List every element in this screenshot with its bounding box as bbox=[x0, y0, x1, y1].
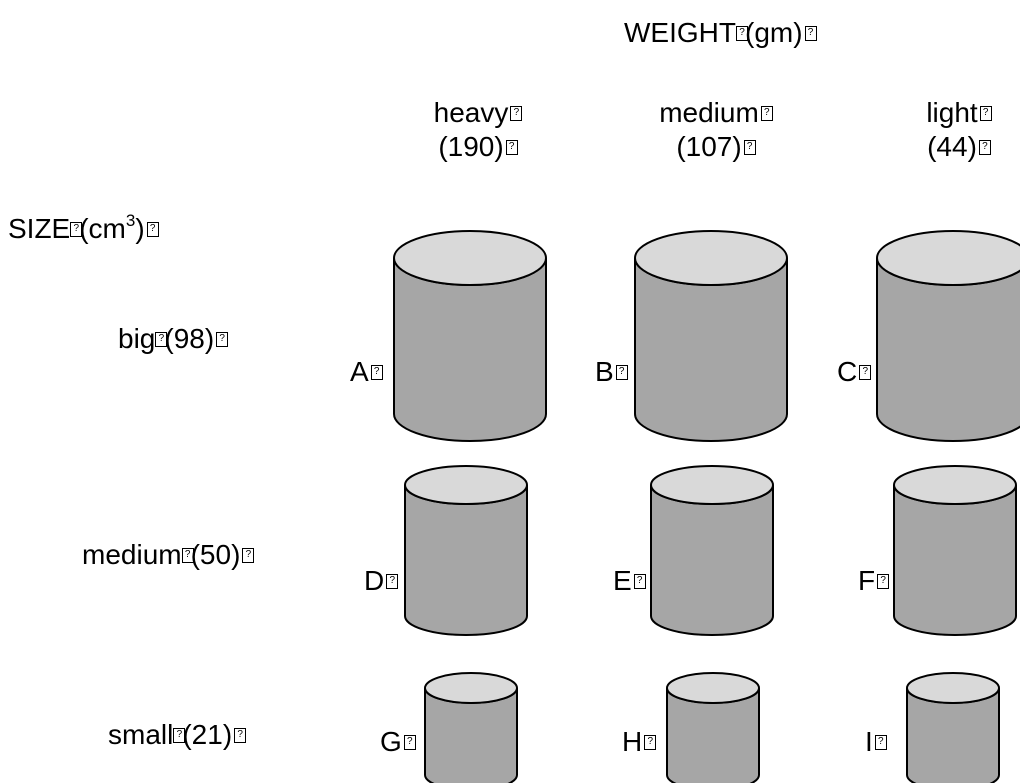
cylinder-label-b: B bbox=[595, 355, 630, 389]
cylinder-h bbox=[666, 672, 760, 783]
missing-glyph-icon bbox=[173, 728, 186, 743]
cylinder-letter: I bbox=[865, 726, 873, 757]
cylinder-top bbox=[876, 230, 1020, 286]
cylinder-b bbox=[634, 230, 788, 442]
weight-axis-title: WEIGHT (gm) bbox=[624, 16, 819, 50]
missing-glyph-icon bbox=[859, 365, 872, 380]
cylinder-g bbox=[424, 672, 518, 783]
cylinder-top bbox=[666, 672, 760, 704]
cylinder-e bbox=[650, 465, 774, 636]
cylinder-label-h: H bbox=[622, 725, 658, 759]
row-value: (50) bbox=[190, 539, 241, 570]
row-header-big: big (98) bbox=[118, 322, 230, 356]
missing-glyph-icon bbox=[510, 106, 523, 121]
missing-glyph-icon bbox=[216, 332, 229, 347]
cylinder-label-a: A bbox=[350, 355, 385, 389]
size-axis-title: SIZE (cm3) bbox=[8, 212, 161, 246]
column-name: light bbox=[926, 97, 978, 128]
missing-glyph-icon bbox=[978, 140, 991, 155]
row-value: (21) bbox=[182, 719, 233, 750]
size-axis-unit-close: ) bbox=[135, 213, 145, 244]
cylinder-letter: C bbox=[837, 356, 858, 387]
missing-glyph-icon bbox=[874, 735, 887, 750]
row-header-medium: medium (50) bbox=[82, 538, 256, 572]
cylinder-top bbox=[404, 465, 528, 505]
column-header-light: light (44) bbox=[900, 96, 1020, 164]
missing-glyph-icon bbox=[736, 26, 748, 41]
cylinder-top bbox=[424, 672, 518, 704]
missing-glyph-icon bbox=[804, 26, 817, 41]
missing-glyph-icon bbox=[242, 548, 255, 563]
cylinder-letter: G bbox=[380, 726, 402, 757]
row-name: small bbox=[108, 719, 174, 750]
cylinder-label-g: G bbox=[380, 725, 418, 759]
cylinder-i bbox=[906, 672, 1000, 783]
row-name: medium bbox=[82, 539, 182, 570]
cylinder-letter: D bbox=[364, 565, 385, 596]
weight-axis-label: WEIGHT bbox=[624, 17, 736, 48]
missing-glyph-icon bbox=[743, 140, 756, 155]
missing-glyph-icon bbox=[234, 728, 247, 743]
cylinder-letter: A bbox=[350, 356, 369, 387]
missing-glyph-icon bbox=[979, 106, 992, 121]
column-value: (107) bbox=[676, 131, 742, 162]
row-name: big bbox=[118, 323, 156, 354]
missing-glyph-icon bbox=[386, 574, 399, 589]
missing-glyph-icon bbox=[633, 574, 646, 589]
cylinder-body bbox=[650, 484, 774, 636]
cylinder-top bbox=[650, 465, 774, 505]
cylinder-a bbox=[393, 230, 547, 442]
cylinder-label-i: I bbox=[865, 725, 889, 759]
size-axis-unit: (cm bbox=[79, 213, 126, 244]
row-value: (98) bbox=[164, 323, 215, 354]
cylinder-top bbox=[634, 230, 788, 286]
cylinder-c bbox=[876, 230, 1020, 442]
cylinder-letter: H bbox=[622, 726, 643, 757]
missing-glyph-icon bbox=[155, 332, 168, 347]
missing-glyph-icon bbox=[70, 222, 83, 237]
cylinder-top bbox=[393, 230, 547, 286]
column-header-medium: medium (107) bbox=[632, 96, 802, 164]
size-axis-label: SIZE bbox=[8, 213, 71, 244]
cylinder-letter: F bbox=[858, 565, 876, 596]
column-value: (190) bbox=[438, 131, 504, 162]
missing-glyph-icon bbox=[760, 106, 773, 121]
row-header-small: small (21) bbox=[108, 718, 248, 752]
cylinder-top bbox=[893, 465, 1017, 505]
column-value: (44) bbox=[927, 131, 977, 162]
cylinder-label-c: C bbox=[837, 355, 873, 389]
cylinder-letter: E bbox=[613, 565, 632, 596]
missing-glyph-icon bbox=[370, 365, 383, 380]
missing-glyph-icon bbox=[146, 222, 159, 237]
cylinder-d bbox=[404, 465, 528, 636]
missing-glyph-icon bbox=[505, 140, 518, 155]
cylinder-body bbox=[404, 484, 528, 636]
missing-glyph-icon bbox=[877, 574, 890, 589]
missing-glyph-icon bbox=[644, 735, 657, 750]
missing-glyph-icon bbox=[615, 365, 628, 380]
missing-glyph-icon bbox=[181, 548, 194, 563]
size-axis-unit-exponent: 3 bbox=[125, 211, 136, 230]
missing-glyph-icon bbox=[403, 735, 416, 750]
column-name: medium bbox=[659, 97, 759, 128]
cylinder-letter: B bbox=[595, 356, 614, 387]
cylinder-body bbox=[893, 484, 1017, 636]
cylinder-label-e: E bbox=[613, 564, 648, 598]
weight-axis-unit: (gm) bbox=[745, 17, 803, 48]
cylinder-label-d: D bbox=[364, 564, 400, 598]
column-name: heavy bbox=[433, 97, 509, 128]
cylinder-f bbox=[893, 465, 1017, 636]
cylinder-top bbox=[906, 672, 1000, 704]
cylinder-label-f: F bbox=[858, 564, 891, 598]
column-header-heavy: heavy (190) bbox=[404, 96, 554, 164]
